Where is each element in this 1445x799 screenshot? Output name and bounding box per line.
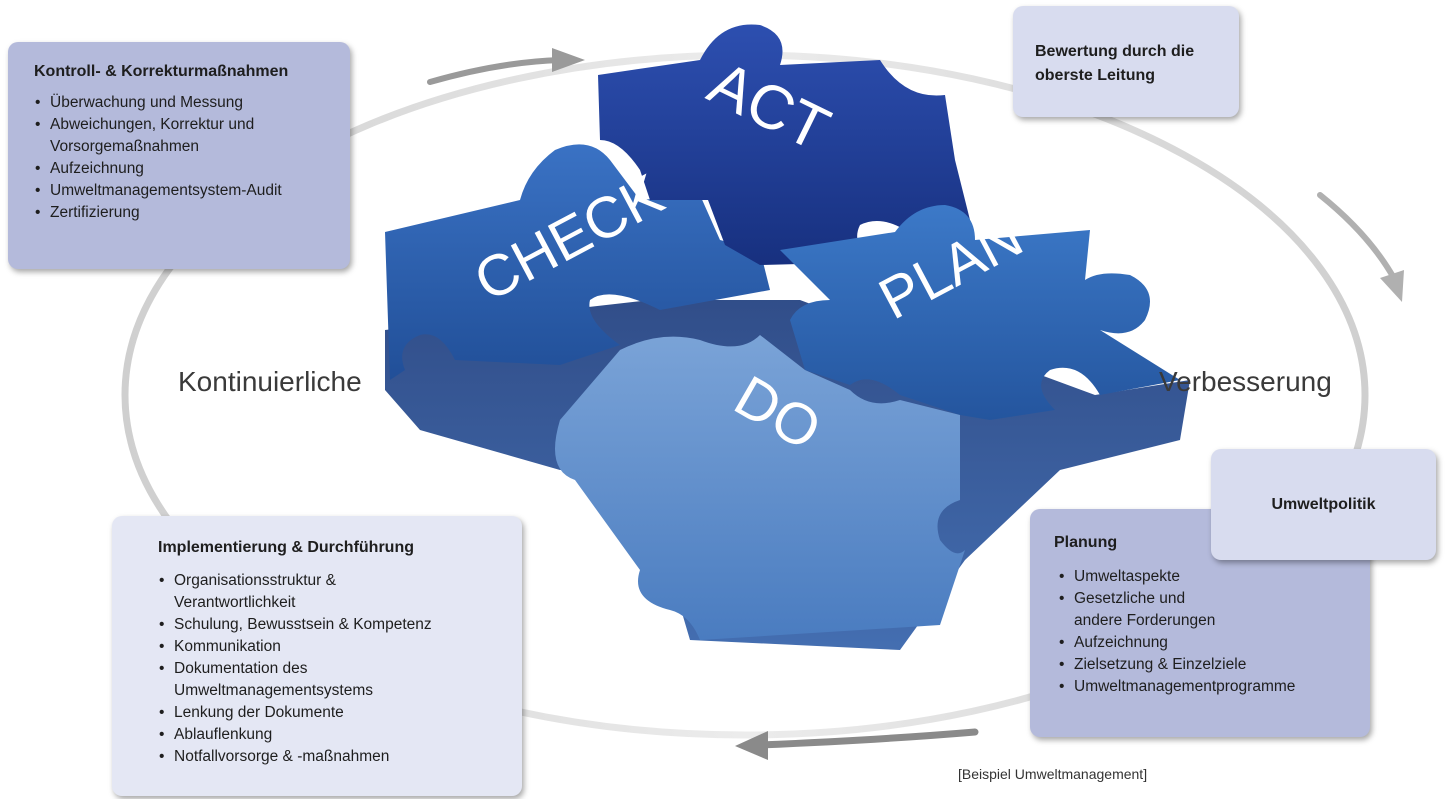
act-box-title: Bewertung durch die oberste Leitung	[1035, 43, 1195, 84]
list-item: Aufzeichnung	[1058, 632, 1356, 654]
list-item: Abweichungen, Korrektur undVorsorgemaßna…	[34, 114, 334, 158]
check-info-box: Kontroll- & Korrekturmaßnahmen Überwachu…	[8, 42, 350, 269]
list-item: Umweltaspekte	[1058, 566, 1356, 588]
arrow-bottom-icon	[735, 728, 979, 760]
arrow-top-left-icon	[427, 48, 585, 85]
arrow-right-icon	[1317, 192, 1404, 302]
act-info-box: Bewertung durch die oberste Leitung	[1013, 6, 1239, 117]
puzzle-piece-check	[385, 144, 770, 380]
list-item: Lenkung der Dokumente	[158, 702, 506, 724]
list-item: Umweltmanagementprogramme	[1058, 676, 1356, 698]
figure-caption: [Beispiel Umweltmanagement]	[958, 766, 1148, 782]
puzzle-piece-act	[598, 24, 970, 265]
list-item: Ablauflenkung	[158, 724, 506, 746]
policy-info-box: Umweltpolitik	[1211, 449, 1436, 560]
cycle-label-left: Kontinuierliche	[178, 366, 362, 397]
cycle-label-right: Verbesserung	[1159, 366, 1332, 397]
policy-box-title: Umweltpolitik	[1271, 495, 1376, 513]
list-item: Aufzeichnung	[34, 158, 334, 180]
do-info-box: Implementierung & Durchführung Organisat…	[112, 516, 522, 796]
list-item: Schulung, Bewusstsein & Kompetenz	[158, 614, 506, 636]
list-item: Notfallvorsorge & -maßnahmen	[158, 746, 506, 768]
list-item: Zielsetzung & Einzelziele	[1058, 654, 1356, 676]
do-box-list: Organisationsstruktur &Verantwortlichkei…	[158, 570, 506, 768]
puzzle-piece-do	[555, 335, 965, 640]
do-box-title: Implementierung & Durchführung	[158, 539, 414, 556]
check-box-title: Kontroll- & Korrekturmaßnahmen	[34, 63, 289, 80]
list-item: Kommunikation	[158, 636, 506, 658]
list-item: Zertifizierung	[34, 202, 334, 224]
plan-box-title: Planung	[1054, 534, 1118, 551]
puzzle-piece-plan	[780, 205, 1180, 420]
list-item: Überwachung und Messung	[34, 92, 334, 114]
list-item: Organisationsstruktur &Verantwortlichkei…	[158, 570, 506, 614]
list-item: Umweltmanagementsystem-Audit	[34, 180, 334, 202]
check-box-list: Überwachung und Messung Abweichungen, Ko…	[34, 92, 334, 224]
